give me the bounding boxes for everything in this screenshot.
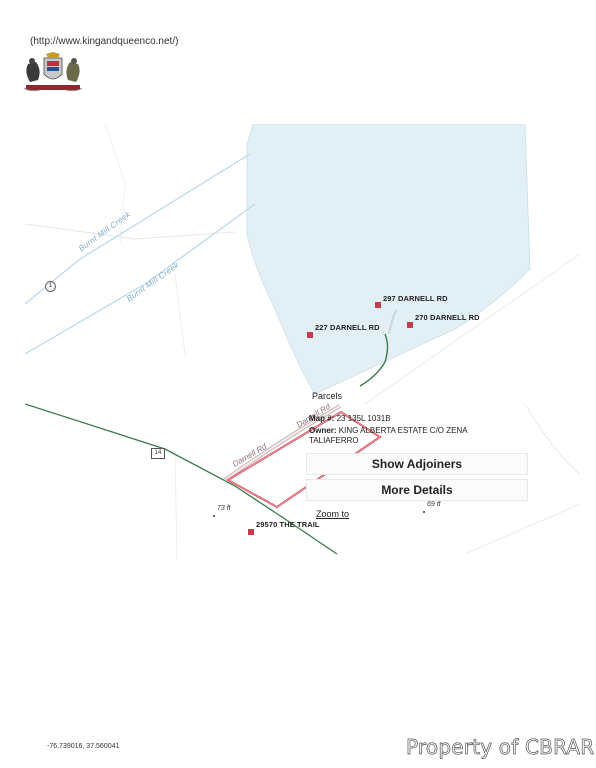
- creek-line-2: [25, 203, 256, 355]
- address-label-270: 270 DARNELL RD: [415, 313, 480, 322]
- popup-owner: Owner: KING ALBERTA ESTATE C/O ZENA TALI…: [309, 426, 509, 446]
- address-marker-227[interactable]: [307, 332, 313, 338]
- creek-line-1: [25, 153, 251, 305]
- water-body: [246, 124, 531, 395]
- driveway: [359, 333, 389, 387]
- owner-value: KING ALBERTA ESTATE C/O ZENA TALIAFERRO: [309, 426, 468, 445]
- map-view[interactable]: Burnt Mill Creek Burnt Mill Creek Darnel…: [25, 124, 580, 560]
- elevation-point-69: [423, 511, 425, 513]
- address-label-297: 297 DARNELL RD: [383, 294, 448, 303]
- watermark-text: Property of CBRAR: [406, 735, 595, 760]
- county-seal-logo: [20, 52, 86, 94]
- popup-title: Parcels: [312, 391, 343, 401]
- address-label-227: 227 DARNELL RD: [315, 323, 380, 332]
- address-marker-29570[interactable]: [248, 529, 254, 535]
- show-adjoiners-button[interactable]: Show Adjoiners: [306, 453, 528, 475]
- elevation-label-73: 73 ft: [217, 505, 231, 512]
- address-marker-270[interactable]: [407, 322, 413, 328]
- map-number-label: Map #:: [309, 414, 335, 423]
- owner-label: Owner:: [309, 426, 337, 435]
- route-14-shield: 14: [151, 448, 165, 459]
- elevation-point-73: [213, 515, 215, 517]
- map-canvas[interactable]: [25, 124, 580, 560]
- address-marker-297[interactable]: [375, 302, 381, 308]
- popup-map-number: Map #: 23 135L 1031B: [309, 414, 509, 424]
- map-number-value: 23 135L 1031B: [336, 414, 391, 423]
- route-marker-circle: 1: [45, 281, 56, 292]
- coordinate-readout: -76.739016, 37.560041: [47, 743, 120, 750]
- address-label-29570: 29570 THE TRAIL: [256, 520, 320, 529]
- zoom-to-link[interactable]: Zoom to: [316, 509, 350, 519]
- more-details-button[interactable]: More Details: [306, 479, 528, 501]
- county-url-text[interactable]: (http://www.kingandqueenco.net/): [30, 36, 179, 47]
- elevation-label-69: 69 ft: [427, 501, 441, 508]
- highway-route: [25, 403, 338, 555]
